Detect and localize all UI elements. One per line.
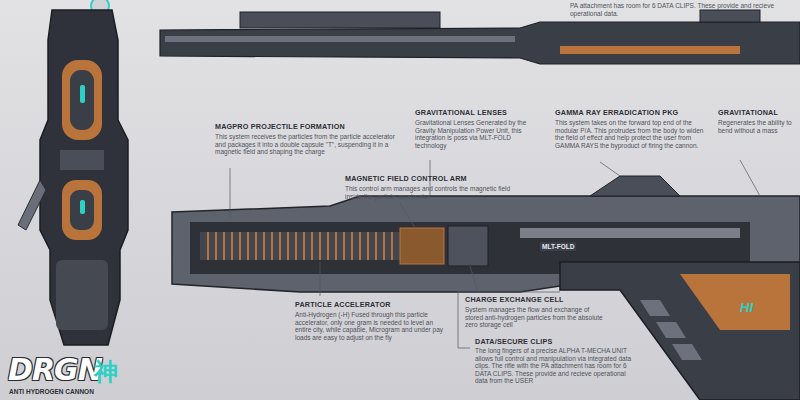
callout-heading: MAGPRO PROJECTILE FORMATION bbox=[215, 122, 345, 131]
callout-text: This system receives the particles from … bbox=[215, 133, 400, 156]
note-text: PA attachment has room for 6 DATA CLIPS.… bbox=[570, 2, 790, 17]
callout-text: This control arm manages and controls th… bbox=[345, 185, 520, 200]
callout-heading: DATA/SECURE CLIPS bbox=[475, 337, 552, 346]
callout-text: Anti-Hydrogen (-H) Fused through this pa… bbox=[295, 311, 445, 341]
accelerator-coil bbox=[208, 232, 392, 260]
data-clip bbox=[640, 300, 670, 316]
leader-lines bbox=[230, 160, 760, 348]
part-label: MLT-FOLD bbox=[540, 242, 576, 251]
top-sight bbox=[700, 10, 760, 22]
teal-light bbox=[80, 200, 85, 214]
panel-inset bbox=[70, 190, 94, 230]
callout-heading: MAGNETIC FIELD CONTROL ARM bbox=[345, 174, 467, 183]
barrel-highlight bbox=[165, 36, 515, 42]
logo-glyph: 神 bbox=[94, 356, 118, 388]
barrel-trim bbox=[560, 46, 740, 54]
mid-block bbox=[60, 150, 104, 170]
callout-text: System manages the flow and exchange of … bbox=[465, 306, 605, 329]
callout-text: This system takes on the forward top end… bbox=[555, 119, 705, 149]
logo-subtitle: ANTI HYDROGEN CANNON bbox=[9, 388, 94, 395]
callout-heading: GRAVITATIONAL bbox=[718, 108, 778, 117]
gamma-package bbox=[590, 176, 680, 196]
fold-rail bbox=[520, 228, 740, 238]
top-rail bbox=[240, 12, 440, 28]
side-handle bbox=[18, 180, 46, 230]
logo-text: DRGN bbox=[8, 352, 102, 387]
callout-heading: GRAVITATIONAL LENSES bbox=[415, 108, 507, 117]
callout-heading: PARTICLE ACCELERATOR bbox=[295, 300, 391, 309]
orange-panel bbox=[62, 60, 102, 140]
callout-text: Regenerates the ability to bend without … bbox=[718, 119, 792, 134]
teal-light bbox=[80, 85, 85, 103]
lower-block bbox=[56, 260, 108, 330]
orange-panel bbox=[62, 180, 102, 240]
data-clip bbox=[656, 322, 686, 338]
data-clip bbox=[672, 344, 702, 360]
callout-heading: GAMMA RAY ERRADICATION PKG bbox=[555, 108, 678, 117]
callout-text: Gravitational Lenses Generated by the Gr… bbox=[415, 119, 540, 149]
accelerator-tube bbox=[200, 232, 430, 260]
stock-housing bbox=[560, 262, 800, 400]
charge-cell bbox=[448, 226, 488, 266]
side-body bbox=[40, 10, 128, 345]
control-arm-block bbox=[400, 228, 444, 264]
housing-mark: HI bbox=[740, 300, 753, 315]
housing-panel bbox=[680, 274, 790, 330]
callout-heading: CHARGE EXCHANGE CELL bbox=[465, 295, 564, 304]
callout-text: The long fingers of a precise ALPHA T-ME… bbox=[475, 347, 640, 385]
panel-inset bbox=[70, 70, 94, 130]
